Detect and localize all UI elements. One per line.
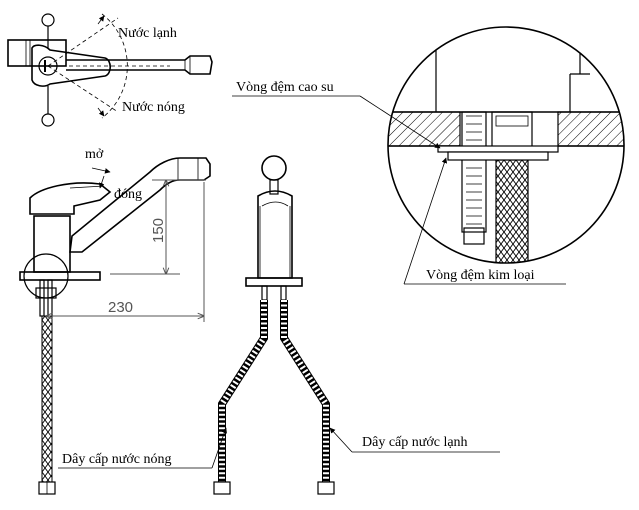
washer-leaders [232,95,566,285]
dimension-width: 230 [108,299,133,316]
label-open: mở [85,147,104,162]
faucet-side-view [19,157,211,495]
label-cold-water: Nước lạnh [118,26,177,41]
label-cold-hose: Dây cấp nước lạnh [362,435,468,450]
faucet-top-view [7,13,213,127]
dimension-lines [46,180,206,322]
label-hot-hose: Dây cấp nước nóng [62,452,171,467]
faucet-front-view [213,155,335,495]
label-close: đóng [114,187,142,202]
label-rubber-washer: Vòng đệm cao su [236,80,334,95]
detail-zoom-circle [387,26,625,264]
hose-leaders [58,427,500,469]
label-metal-washer: Vòng đệm kim loại [426,268,535,283]
dimension-height: 150 [150,218,167,243]
label-hot-water: Nước nóng [122,100,185,115]
